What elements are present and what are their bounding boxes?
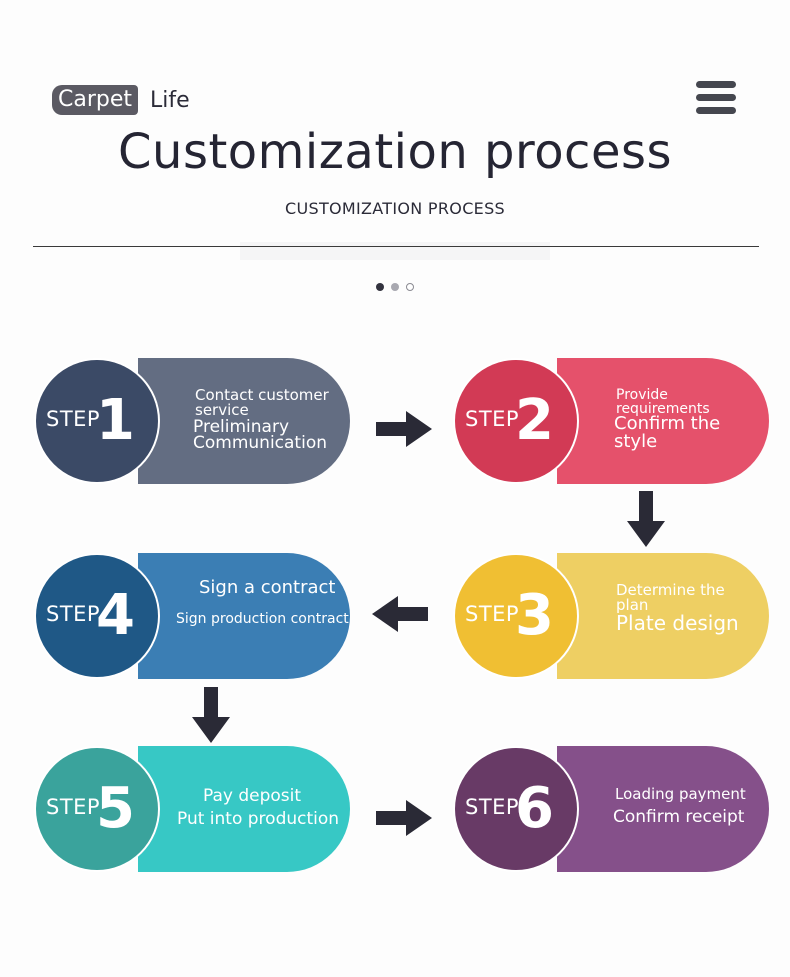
- step-2-number: 2: [515, 388, 554, 453]
- step-3-line2: Plate design: [616, 611, 739, 635]
- step-5-label: STEP: [46, 795, 101, 819]
- step-2-circle: [455, 360, 577, 482]
- brand-pill: Carpet: [52, 85, 139, 115]
- step-4: STEP 4 Sign a contract Sign production c…: [34, 553, 350, 679]
- divider: [33, 246, 759, 247]
- arrow-down-icon-1: [627, 491, 665, 547]
- carousel-dot-1[interactable]: [376, 283, 384, 291]
- step-6: STEP 6 Loading payment Confirm receipt: [453, 746, 769, 872]
- step-1-number: 1: [96, 388, 135, 453]
- step-2-line2: Confirm the style: [614, 413, 721, 452]
- step-1-circle: [36, 360, 158, 482]
- step-2-label: STEP: [465, 407, 520, 431]
- step-5-line1: Pay deposit: [203, 786, 302, 806]
- arrow-right-icon-1: [376, 411, 432, 447]
- step-1: STEP 1 Contact customer service Prelimin…: [34, 358, 350, 484]
- step-3-body: [557, 553, 769, 679]
- step-5-line2: Put into production: [177, 809, 340, 829]
- step-3-line1: Determine the plan: [616, 581, 725, 614]
- step-3-label: STEP: [465, 602, 520, 626]
- step-4-body: [138, 553, 350, 679]
- step-6-label: STEP: [465, 795, 520, 819]
- step-5: STEP 5 Pay deposit Put into production: [34, 746, 350, 872]
- step-3: STEP 3 Determine the plan Plate design: [453, 553, 769, 679]
- step-5-body: [138, 746, 350, 872]
- menu-icon[interactable]: [696, 81, 736, 115]
- step-1-line2: Preliminary Communication: [193, 417, 327, 453]
- step-1-label: STEP: [46, 407, 101, 431]
- brand-logo[interactable]: Carpet Life: [52, 84, 190, 116]
- step-4-number: 4: [96, 583, 135, 648]
- step-6-line2: Confirm receipt: [613, 807, 745, 827]
- step-5-circle: [36, 748, 158, 870]
- step-4-line1: Sign a contract: [199, 577, 336, 598]
- page-title: Customization process: [118, 124, 672, 180]
- brand-text: Life: [150, 87, 190, 113]
- carousel-dot-3[interactable]: [406, 283, 414, 291]
- carousel-dots: [376, 283, 414, 291]
- step-2-line1: Provide requirements: [616, 387, 710, 417]
- divider-shadow: [240, 242, 550, 260]
- page-subtitle: CUSTOMIZATION PROCESS: [285, 199, 505, 218]
- step-2-body: [557, 358, 769, 484]
- step-6-line1: Loading payment: [615, 785, 746, 803]
- step-2: STEP 2 Provide requirements Confirm the …: [453, 358, 769, 484]
- step-1-body: [138, 358, 350, 484]
- step-6-circle: [455, 748, 577, 870]
- step-4-label: STEP: [46, 602, 101, 626]
- arrow-right-icon-2: [376, 800, 432, 836]
- step-6-body: [557, 746, 769, 872]
- step-4-circle: [36, 555, 158, 677]
- step-3-number: 3: [515, 583, 554, 648]
- step-3-circle: [455, 555, 577, 677]
- step-5-number: 5: [96, 776, 135, 841]
- carousel-dot-2[interactable]: [391, 283, 399, 291]
- arrow-down-icon-2: [192, 687, 230, 743]
- step-1-line1: Contact customer service: [195, 386, 329, 419]
- step-4-line2: Sign production contract: [176, 611, 349, 627]
- arrow-left-icon: [372, 596, 428, 632]
- step-6-number: 6: [515, 776, 554, 841]
